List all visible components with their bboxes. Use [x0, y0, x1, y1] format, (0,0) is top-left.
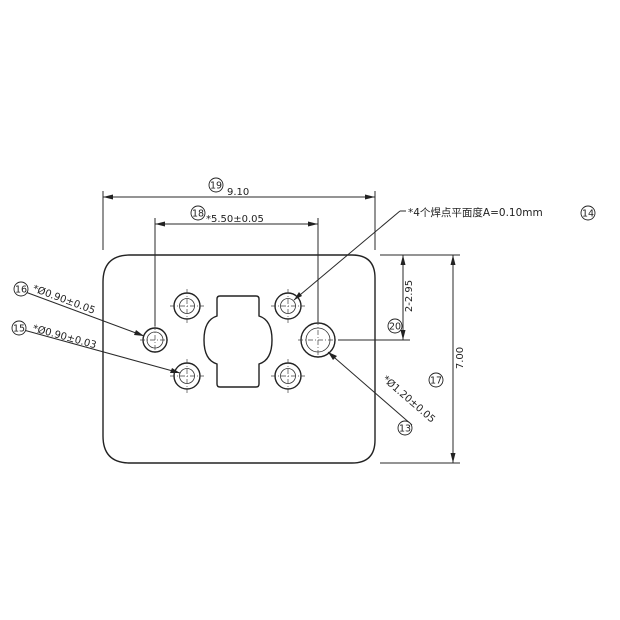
solder-hole-bottom-right	[271, 359, 305, 393]
small-hole-callout-15: *Ø0.90±0.03	[31, 322, 98, 351]
balloon-17: 17	[428, 372, 444, 388]
pitch-value: *5.50±0.05	[206, 214, 264, 225]
height-value: 7.00	[455, 347, 466, 369]
large-locating-hole	[298, 320, 338, 360]
leader-15	[19, 328, 181, 374]
svg-text:19: 19	[210, 181, 222, 192]
balloon-20: 20	[387, 318, 403, 334]
plate-outline	[102, 254, 376, 464]
small-hole-callout-16: *Ø0.90±0.05	[31, 283, 97, 317]
svg-text:15: 15	[13, 324, 25, 335]
solder-hole-bottom-left	[170, 359, 204, 393]
balloon-16: 16	[13, 281, 29, 297]
solder-hole-top-right	[271, 289, 305, 323]
offset-dimension	[338, 255, 410, 341]
leader-13	[327, 351, 413, 426]
height-dimension	[380, 254, 460, 464]
balloon-13: 13	[397, 420, 413, 436]
svg-text:20: 20	[389, 322, 401, 333]
svg-text:17: 17	[430, 376, 442, 387]
svg-text:18: 18	[192, 209, 204, 220]
pitch-dimension	[154, 218, 319, 326]
offset-value: 2-2.95	[404, 280, 415, 312]
balloon-15: 15	[11, 320, 27, 336]
balloon-19: 19	[208, 177, 224, 193]
solder-hole-top-left	[170, 289, 204, 323]
svg-text:14: 14	[582, 209, 594, 220]
svg-text:13: 13	[399, 424, 411, 435]
leader-16	[19, 289, 145, 337]
width-value: 9.10	[227, 187, 249, 198]
small-locating-hole	[140, 325, 170, 355]
flatness-leader	[293, 210, 406, 301]
balloon-14: 14	[580, 205, 596, 221]
svg-text:16: 16	[15, 285, 27, 296]
width-dimension	[102, 191, 376, 250]
balloon-18: 18	[190, 205, 206, 221]
flatness-note: *4个焊点平面度A=0.10mm	[408, 206, 543, 219]
center-cutout	[203, 295, 273, 388]
